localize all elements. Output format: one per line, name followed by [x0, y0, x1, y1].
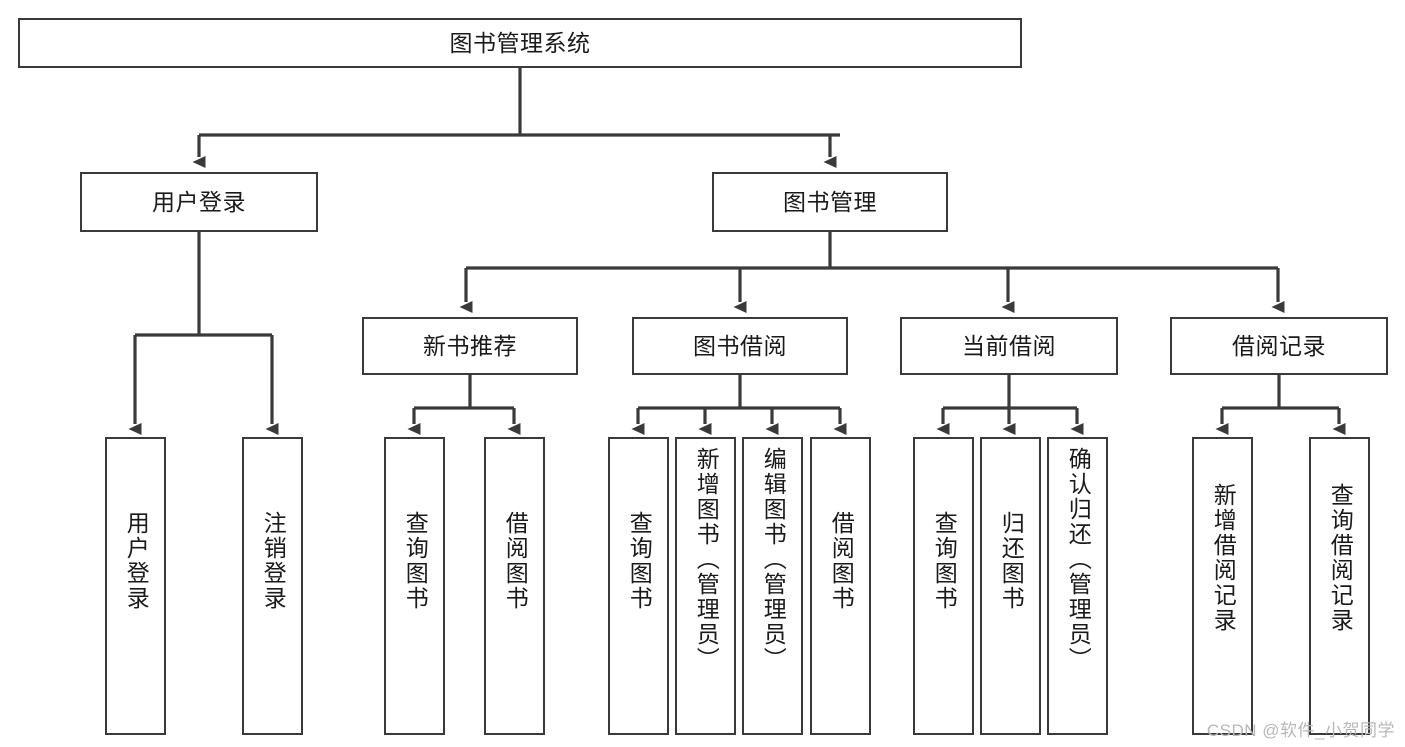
leaf-add-borrow-record[interactable]: 新增借阅记录: [1192, 437, 1253, 735]
node-label: 注销登录: [260, 511, 287, 611]
node-label: 图书借阅: [693, 332, 787, 359]
node-label: 查询图书: [931, 511, 958, 611]
node-label: 编辑图书（管理员）: [760, 447, 787, 672]
leaf-confirm-return-admin[interactable]: 确认归还（管理员）: [1047, 437, 1108, 735]
node-book-management[interactable]: 图书管理: [712, 172, 948, 232]
node-label: 查询图书: [402, 511, 429, 611]
node-label: 当前借阅: [962, 332, 1056, 359]
node-label: 图书管理: [783, 188, 877, 215]
node-book-borrow[interactable]: 图书借阅: [632, 317, 848, 375]
leaf-borrow-book-recommend[interactable]: 借阅图书: [484, 437, 545, 735]
node-label: 图书管理系统: [449, 29, 591, 56]
node-user-login[interactable]: 用户登录: [80, 172, 318, 232]
leaf-logout[interactable]: 注销登录: [242, 437, 303, 735]
leaf-add-book-admin[interactable]: 新增图书（管理员）: [675, 437, 736, 735]
node-label: 用户登录: [152, 188, 246, 215]
leaf-borrow-book[interactable]: 借阅图书: [810, 437, 871, 735]
node-root-book-management-system[interactable]: 图书管理系统: [18, 18, 1022, 68]
node-label: 新增图书（管理员）: [693, 447, 720, 672]
csdn-watermark: CSDN @软件_小贺同学: [1206, 721, 1395, 740]
node-label: 归还图书: [998, 511, 1025, 611]
node-label: 查询图书: [626, 511, 653, 611]
node-current-borrow[interactable]: 当前借阅: [900, 317, 1118, 375]
leaf-user-login[interactable]: 用户登录: [105, 437, 166, 735]
node-borrow-record[interactable]: 借阅记录: [1170, 317, 1388, 375]
node-label: 借阅图书: [502, 511, 529, 611]
node-label: 新书推荐: [423, 332, 517, 359]
leaf-query-book-borrow[interactable]: 查询图书: [608, 437, 669, 735]
node-label: 查询借阅记录: [1327, 483, 1354, 633]
leaf-query-borrow-record[interactable]: 查询借阅记录: [1309, 437, 1370, 735]
node-label: 新增借阅记录: [1210, 483, 1237, 633]
node-label: 借阅记录: [1232, 332, 1326, 359]
node-label: 借阅图书: [828, 511, 855, 611]
leaf-query-book-recommend[interactable]: 查询图书: [384, 437, 445, 735]
node-label: 用户登录: [123, 511, 150, 611]
leaf-query-book-current[interactable]: 查询图书: [913, 437, 974, 735]
node-new-book-recommend[interactable]: 新书推荐: [362, 317, 578, 375]
leaf-return-book[interactable]: 归还图书: [980, 437, 1041, 735]
node-label: 确认归还（管理员）: [1065, 447, 1092, 672]
leaf-edit-book-admin[interactable]: 编辑图书（管理员）: [742, 437, 803, 735]
